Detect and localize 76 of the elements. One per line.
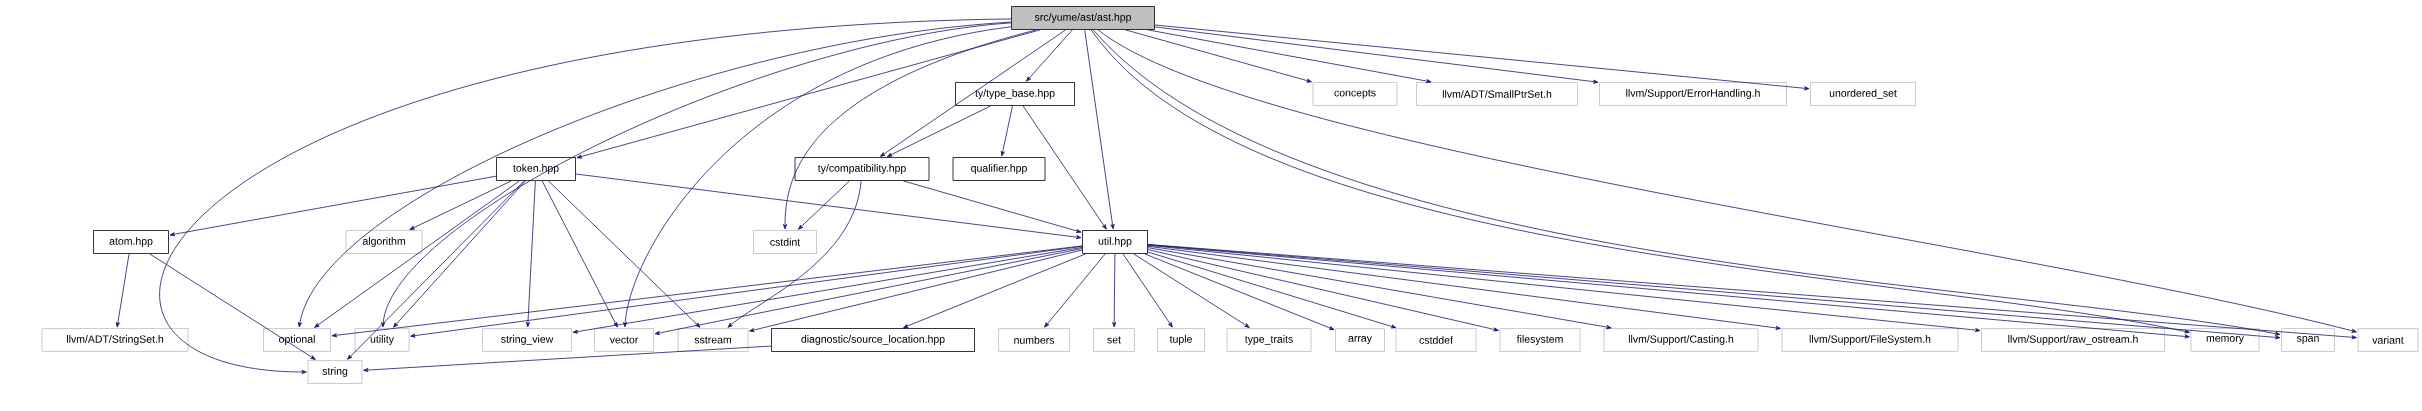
file-box: atom.hpp <box>93 230 169 254</box>
arrow <box>880 29 1066 157</box>
arrow <box>623 26 1012 328</box>
arrow <box>1144 253 1335 330</box>
arrow <box>1084 29 1115 230</box>
arrow <box>576 29 1041 159</box>
arrow <box>1026 29 1073 82</box>
file-box: src/yume/ast/ast.hpp <box>1011 6 1155 30</box>
file-box: type_traits <box>1226 328 1312 352</box>
arrow <box>654 248 1083 335</box>
arrow <box>547 180 701 328</box>
file-box: variant <box>2357 328 2419 352</box>
file-box: filesystem <box>1499 328 1581 352</box>
file-box: unordered_set <box>1810 82 1916 106</box>
arrow <box>572 247 1083 334</box>
arrow <box>1000 105 1013 157</box>
file-box: qualifier.hpp <box>952 157 1046 181</box>
arrow <box>149 253 316 360</box>
arrow <box>783 29 1037 230</box>
arrow <box>1122 253 1173 328</box>
arrow <box>525 180 536 328</box>
file-box: span <box>2281 328 2335 352</box>
file-box: memory <box>2190 328 2260 352</box>
arrow <box>115 253 130 328</box>
file-box: ty/type_base.hpp <box>955 82 1075 106</box>
file-box: string <box>307 360 363 384</box>
file-box: cstddef <box>1395 328 1477 352</box>
arrow <box>541 180 618 328</box>
arrow <box>1044 253 1106 328</box>
arrow <box>1154 24 1810 91</box>
arrow <box>1125 29 1312 83</box>
file-box: llvm/Support/FileSystem.h <box>1781 328 1959 352</box>
arrow <box>1133 253 1250 328</box>
file-box: concepts <box>1312 82 1398 106</box>
file-box: array <box>1335 328 1385 352</box>
file-box: ty/compatibility.hpp <box>794 157 930 181</box>
arrow <box>1112 253 1117 328</box>
arrow <box>393 180 526 328</box>
file-box: util.hpp <box>1082 230 1148 254</box>
file-box: llvm/Support/ErrorHandling.h <box>1599 82 1787 106</box>
file-box: utility <box>354 328 410 352</box>
file-box: llvm/ADT/SmallPtrSet.h <box>1416 82 1578 106</box>
arrow <box>749 249 1083 332</box>
arrow <box>1147 249 1499 332</box>
file-box: cstdint <box>753 230 817 254</box>
file-box: optional <box>263 328 331 352</box>
arrow <box>409 180 512 230</box>
file-box: set <box>1093 328 1135 352</box>
file-box: numbers <box>998 328 1070 352</box>
arrow <box>1154 26 1599 84</box>
arrow <box>902 180 1082 233</box>
file-box: vector <box>594 328 654 352</box>
file-box: string_view <box>482 328 572 352</box>
file-box: sstream <box>677 328 749 352</box>
arrow <box>347 180 525 360</box>
arrow <box>1022 105 1107 230</box>
arrow <box>575 173 1082 240</box>
arrow <box>886 105 992 157</box>
arrow <box>903 253 1087 329</box>
file-box: algorithm <box>345 230 423 254</box>
arrow <box>1147 29 1432 84</box>
file-box: diagnostic/source_location.hpp <box>771 328 975 352</box>
file-box: llvm/Support/Casting.h <box>1603 328 1759 352</box>
arrow <box>727 180 862 328</box>
arrow <box>1147 245 1781 330</box>
arrow <box>314 180 520 328</box>
arrow <box>363 345 772 373</box>
arrow <box>1147 251 1397 329</box>
file-box: tuple <box>1157 328 1205 352</box>
arrow <box>169 175 497 237</box>
file-box: token.hpp <box>496 157 576 181</box>
arrow <box>160 18 1012 374</box>
file-box: llvm/ADT/StringSet.h <box>41 328 189 352</box>
arrow <box>1147 247 1612 330</box>
arrow <box>798 180 850 230</box>
file-box: llvm/Support/raw_ostream.h <box>1981 328 2165 352</box>
